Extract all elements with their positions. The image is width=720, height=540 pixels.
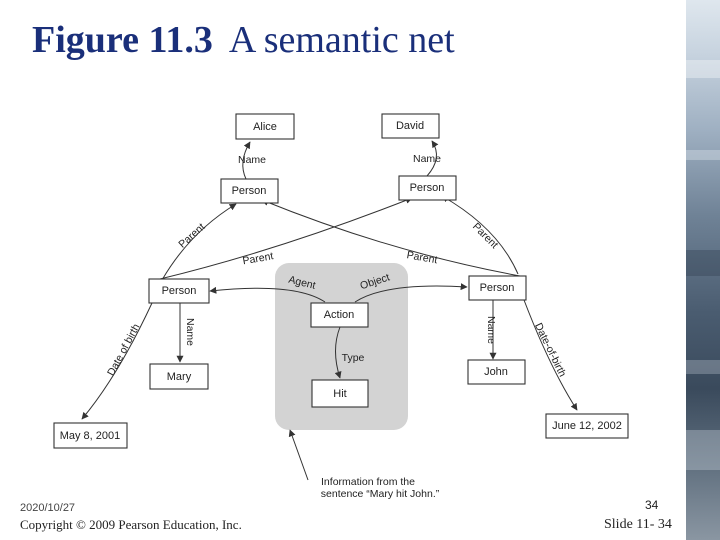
figure-caption: A semantic net: [228, 19, 455, 61]
edge-dob-left: [81, 302, 153, 420]
node-david: [381, 113, 440, 139]
edge-dob-right: [523, 299, 578, 411]
node-action-label: Action: [324, 309, 355, 321]
edge-name-david: [426, 140, 439, 177]
node-date-john: [545, 413, 629, 439]
footer-copyright: Copyright © 2009 Pearson Education, Inc.: [20, 517, 242, 532]
label-name-john: Name: [485, 316, 497, 344]
page-number: 34: [645, 498, 659, 512]
node-alice-label: Alice: [253, 121, 277, 133]
node-date-john-label: June 12, 2002: [552, 420, 622, 432]
node-person-top-right-label: Person: [410, 182, 445, 194]
node-alice: [235, 113, 295, 140]
node-hit-label: Hit: [333, 388, 346, 400]
node-john: [467, 359, 526, 385]
label-name-alice: Name: [238, 154, 266, 166]
label-parent-cross-right: Parent: [406, 249, 439, 266]
label-date-of-birth-left: Date of birth: [105, 322, 143, 378]
node-mary: [149, 363, 209, 390]
node-mary-label: Mary: [167, 371, 192, 383]
edge-name-alice: [242, 141, 251, 180]
label-parent-cross-left: Parent: [242, 250, 275, 267]
node-person-mid-right: [468, 275, 527, 301]
node-person-top-left-label: Person: [232, 185, 267, 197]
semantic-net-diagram: Name Name Parent Parent Parent Parent Ag…: [53, 113, 629, 500]
edge-type: [334, 326, 342, 379]
label-parent-left-up: Parent: [176, 221, 207, 251]
node-person-top-right: [398, 175, 457, 201]
node-person-mid-right-label: Person: [480, 282, 515, 294]
sentence-highlight-region: [275, 263, 408, 430]
label-parent-right-up: Parent: [470, 221, 500, 251]
label-name-mary: Name: [184, 318, 196, 346]
node-person-mid-left-label: Person: [162, 285, 197, 297]
node-date-mary: [53, 422, 128, 449]
node-david-label: David: [396, 120, 424, 132]
annotation-line-2: sentence “Mary hit John.”: [321, 488, 440, 500]
edge-parent-cross-right: [261, 199, 521, 277]
footer-date: 2020/10/27: [20, 502, 76, 514]
node-hit: [311, 379, 369, 408]
figure-number: Figure 11.3: [32, 19, 213, 61]
node-person-mid-left: [148, 278, 210, 304]
label-name-david: Name: [413, 153, 441, 165]
slide-number-label: Slide 11- 34: [604, 517, 672, 532]
label-date-of-birth-right: Date-of-birth: [532, 321, 568, 379]
node-date-mary-label: May 8, 2001: [60, 430, 121, 442]
edge-parent-cross-left: [159, 197, 413, 280]
node-john-label: John: [484, 366, 508, 378]
slide-title: Figure 11.3 A semantic net: [32, 18, 455, 62]
edge-object: [354, 283, 468, 303]
annotation-line-1: Information from the: [321, 476, 415, 488]
edge-annotation-pointer: [288, 429, 309, 481]
edge-agent: [209, 286, 326, 303]
node-person-top-left: [220, 178, 279, 204]
node-action: [310, 302, 369, 328]
decorative-side-strip: [686, 0, 720, 540]
edge-parent-right-up: [441, 195, 519, 275]
label-type: Type: [342, 352, 365, 364]
edge-parent-left-up: [161, 203, 237, 281]
